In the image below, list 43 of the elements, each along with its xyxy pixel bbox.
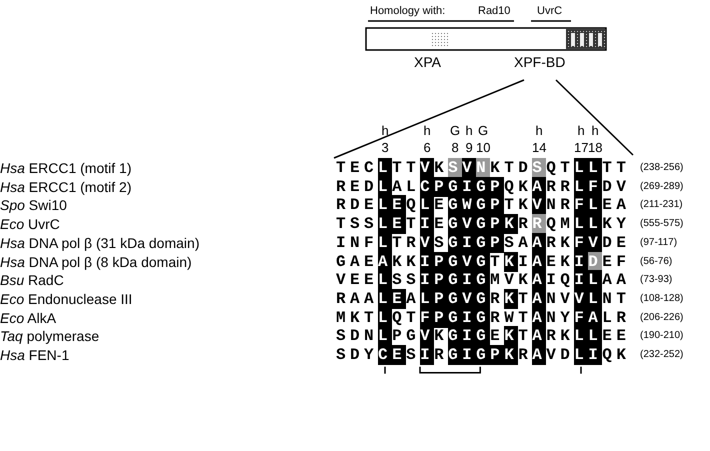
residue-range: (97-117) [640, 238, 678, 248]
residue-class-marker: h [424, 124, 431, 137]
protein-name: Hsa ERCC1 (motif 2) [0, 180, 132, 194]
domain-label: XPF-BD [514, 55, 566, 69]
position-number: 17 [574, 141, 588, 154]
residue-class-marker: h [536, 124, 543, 137]
homology-label: UvrC [537, 6, 562, 17]
homology-label: Homology with: [370, 6, 446, 17]
residue-range: (108-128) [640, 294, 684, 304]
protein-name: Hsa DNA pol β (8 kDa domain) [0, 254, 192, 268]
position-number: 3 [382, 141, 389, 154]
residue-range: (232-252) [640, 350, 684, 360]
residue-range: (238-256) [640, 163, 684, 173]
residue-range: (211-231) [640, 200, 683, 210]
residue-range: (190-210) [640, 331, 684, 342]
protein-name: Spo Swi10 [0, 198, 67, 212]
protein-name: Eco AlkA [0, 310, 56, 325]
residue-range: (269-289) [640, 182, 684, 192]
position-number: 8 [452, 141, 459, 154]
residue-class-marker: h [578, 124, 585, 137]
residue-class-marker: h [592, 124, 599, 137]
position-number: 14 [532, 141, 546, 154]
position-number: 6 [424, 141, 431, 154]
residue-range: (206-226) [640, 312, 684, 323]
residue-class-marker: G [450, 124, 460, 137]
protein-name: Hsa ERCC1 (motif 1) [0, 161, 132, 175]
position-number: 9 [466, 141, 473, 154]
protein-name: Eco Endonuclease III [0, 292, 132, 306]
position-number: 10 [476, 141, 490, 154]
domain-label: XPA [414, 55, 441, 69]
residue-class-marker: h [466, 124, 473, 137]
protein-name: Bsu RadC [0, 273, 64, 288]
homology-label: Rad10 [478, 6, 510, 17]
protein-name: Eco UvrC [0, 217, 60, 232]
protein-name: Hsa FEN-1 [0, 348, 70, 362]
residue-range: (555-575) [640, 219, 684, 230]
residue-range: (56-76) [640, 256, 672, 266]
protein-name: Hsa DNA pol β (31 kDa domain) [0, 236, 200, 250]
position-number: 18 [588, 141, 602, 154]
residue-class-marker: h [382, 124, 389, 137]
protein-name: Taq polymerase [0, 329, 100, 344]
residue-class-marker: G [478, 124, 488, 137]
residue-range: (73-93) [640, 275, 672, 286]
